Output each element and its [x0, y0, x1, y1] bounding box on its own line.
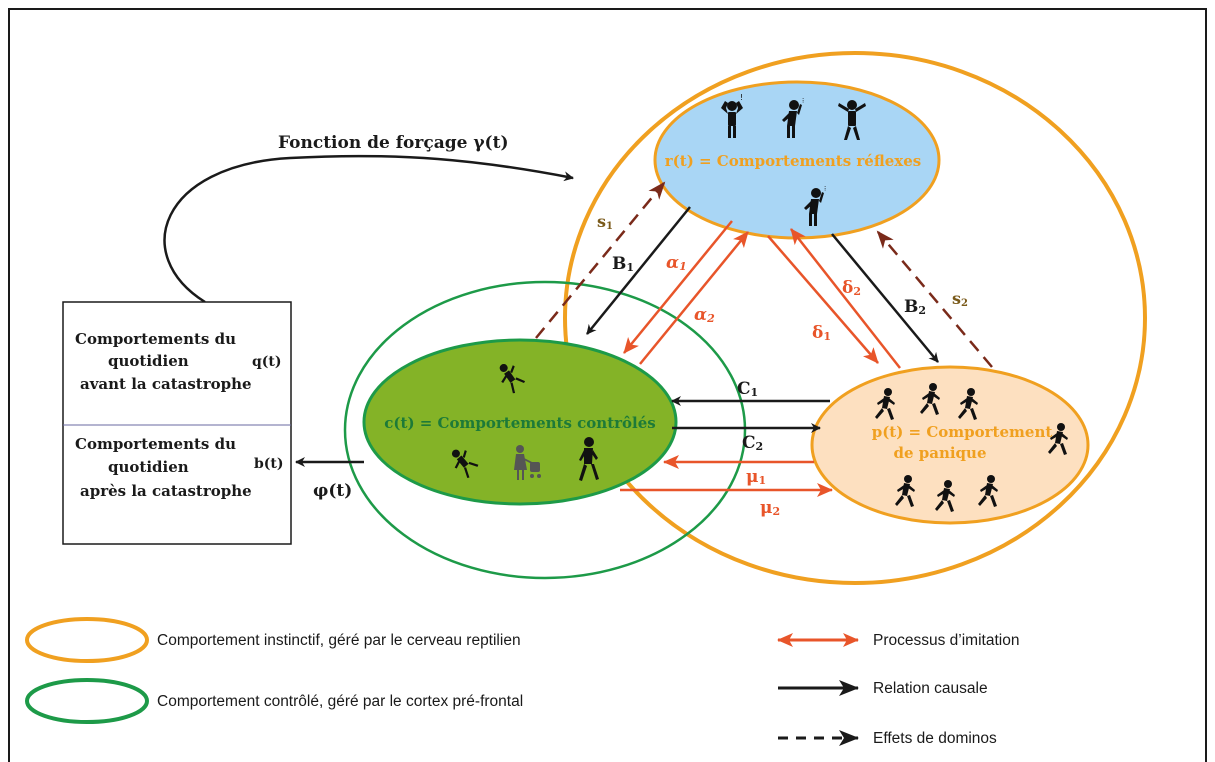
alpha1-imitation-arrow [623, 220, 733, 354]
hands-on-head-person-icon: ! [721, 93, 743, 138]
box-top-var: q(t) [252, 354, 282, 370]
alpha1-label: α1 [666, 253, 687, 273]
arms-out-person-icon [838, 100, 866, 140]
delta1-imitation-arrow [767, 235, 879, 364]
forcing-function-arc [163, 154, 574, 304]
b2-label: B2 [904, 297, 926, 317]
running-person-icon [958, 388, 978, 420]
s2-label: s2 [952, 289, 968, 309]
box-top-line1: Comportements du [75, 330, 236, 348]
legend-imitation-label: Processus d’imitation [873, 632, 1019, 649]
s1-domino-arrow [535, 181, 666, 339]
legend-controlled-swatch [25, 678, 149, 724]
b1-label: B1 [612, 254, 634, 274]
controlled-node-label: c(t) = Comportements contrôlés [384, 414, 655, 432]
box-top-line2: quotidien [108, 352, 189, 370]
stroller-person-icon [514, 445, 541, 480]
box-bottom-var: b(t) [254, 456, 284, 472]
legend-domino-label: Effets de dominos [873, 730, 997, 747]
c1-label: C1 [737, 379, 758, 399]
running-person-icon [1048, 423, 1068, 455]
forcing-function-label: Fonction de forçage γ(t) [278, 133, 509, 153]
box-bottom-line3: après la catastrophe [80, 482, 252, 500]
delta2-imitation-arrow [790, 228, 901, 369]
box-bottom-line2: quotidien [108, 458, 189, 476]
legend-causal-label: Relation causale [873, 680, 988, 697]
delta2-label: δ2 [842, 278, 861, 298]
walking-person-icon [579, 437, 599, 481]
daily-behavior-box [62, 301, 292, 545]
s2-domino-arrow [876, 230, 993, 368]
controlled-node [362, 338, 678, 506]
instinct-region-ellipse [563, 51, 1147, 585]
running-person-icon [895, 475, 915, 507]
diagram-frame [8, 8, 1207, 762]
legend-instinct-label: Comportement instinctif, géré par le cer… [157, 632, 521, 649]
running-person-icon [920, 383, 940, 415]
box-bottom-line1: Comportements du [75, 435, 236, 453]
running-person-icon [978, 475, 998, 507]
falling-person-icon [499, 363, 526, 394]
mu1-label: μ1 [746, 467, 766, 487]
falling-person-icon [451, 449, 479, 478]
b1-causal-arrow [586, 206, 691, 335]
svg-text:⁝: ⁝ [824, 185, 826, 193]
alpha2-imitation-arrow [639, 231, 749, 365]
confused-person-icon: ⁝ [804, 185, 826, 226]
reflex-node-label: r(t) = Comportements réflexes [665, 152, 921, 170]
running-person-icon [875, 388, 895, 420]
alpha2-label: α2 [694, 305, 715, 325]
box-top-line3: avant la catastrophe [80, 375, 252, 393]
b2-causal-arrow [831, 233, 939, 363]
confused-person-icon: ⁝ [782, 97, 804, 138]
panic-node-label-line1: p(t) = Comportement [872, 423, 1053, 441]
mu2-label: μ2 [760, 498, 780, 518]
svg-text:⁝: ⁝ [802, 97, 804, 105]
legend-instinct-swatch [25, 617, 149, 663]
legend-controlled-label: Comportement contrôlé, géré par le corte… [157, 693, 523, 710]
svg-text:!: ! [740, 93, 743, 102]
delta1-label: δ1 [812, 323, 831, 343]
panic-node [810, 365, 1090, 525]
phi-label: φ(t) [313, 481, 352, 501]
panic-node-label-line2: de panique [893, 444, 986, 462]
s1-label: s1 [597, 212, 613, 232]
controlled-region-ellipse [343, 280, 747, 580]
c2-label: C2 [742, 433, 763, 453]
running-person-icon [935, 480, 955, 512]
